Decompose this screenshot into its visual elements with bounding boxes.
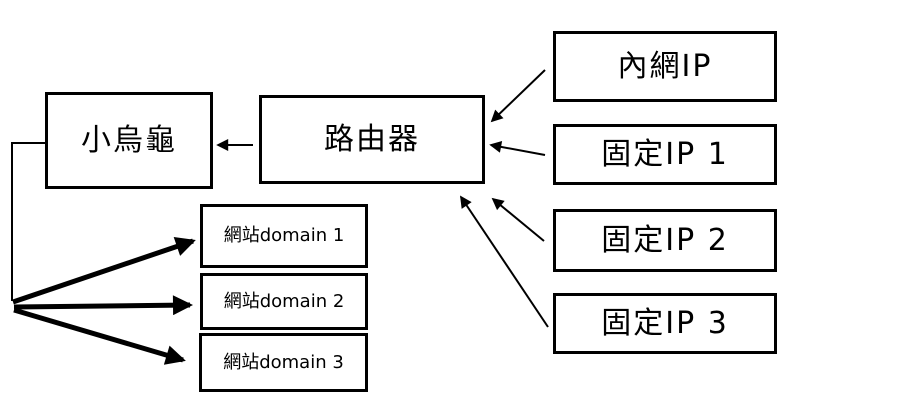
edge-fixed-ip-1-to-router bbox=[489, 140, 546, 156]
node-domain-1: 網站domain 1 bbox=[200, 204, 368, 268]
edge-lan-ip-to-router bbox=[490, 69, 546, 123]
node-fixed-ip-2: 固定IP 2 bbox=[553, 209, 777, 272]
node-domain-3: 網站domain 3 bbox=[199, 333, 368, 392]
edge-fixed-ip-3-to-router bbox=[459, 195, 549, 328]
node-modem: 小烏龜 bbox=[45, 92, 213, 189]
node-fixed-ip-3: 固定IP 3 bbox=[553, 293, 777, 354]
node-fixed-ip-3-label: 固定IP 3 bbox=[601, 305, 729, 341]
node-domain-1-label: 網站domain 1 bbox=[223, 225, 345, 246]
node-fixed-ip-1-label: 固定IP 1 bbox=[601, 136, 729, 172]
node-domain-2: 網站domain 2 bbox=[200, 273, 368, 330]
node-lan-ip-label: 內網IP bbox=[617, 48, 713, 84]
edge-modem-to-domain-3 bbox=[13, 307, 186, 365]
edge-modem-to-domain-2 bbox=[13, 295, 193, 316]
edge-modem-to-domain-1 bbox=[12, 236, 196, 305]
node-domain-3-label: 網站domain 3 bbox=[223, 351, 344, 373]
node-router: 路由器 bbox=[259, 95, 485, 184]
modem-branch-connector bbox=[11, 142, 45, 301]
node-lan-ip: 內網IP bbox=[553, 31, 777, 102]
node-modem-label: 小烏龜 bbox=[81, 122, 177, 158]
node-fixed-ip-2-label: 固定IP 2 bbox=[601, 222, 729, 258]
edge-fixed-ip-2-to-router bbox=[491, 197, 545, 242]
node-fixed-ip-1: 固定IP 1 bbox=[553, 124, 777, 185]
node-domain-2-label: 網站domain 2 bbox=[223, 290, 345, 312]
node-router-label: 路由器 bbox=[324, 121, 420, 157]
